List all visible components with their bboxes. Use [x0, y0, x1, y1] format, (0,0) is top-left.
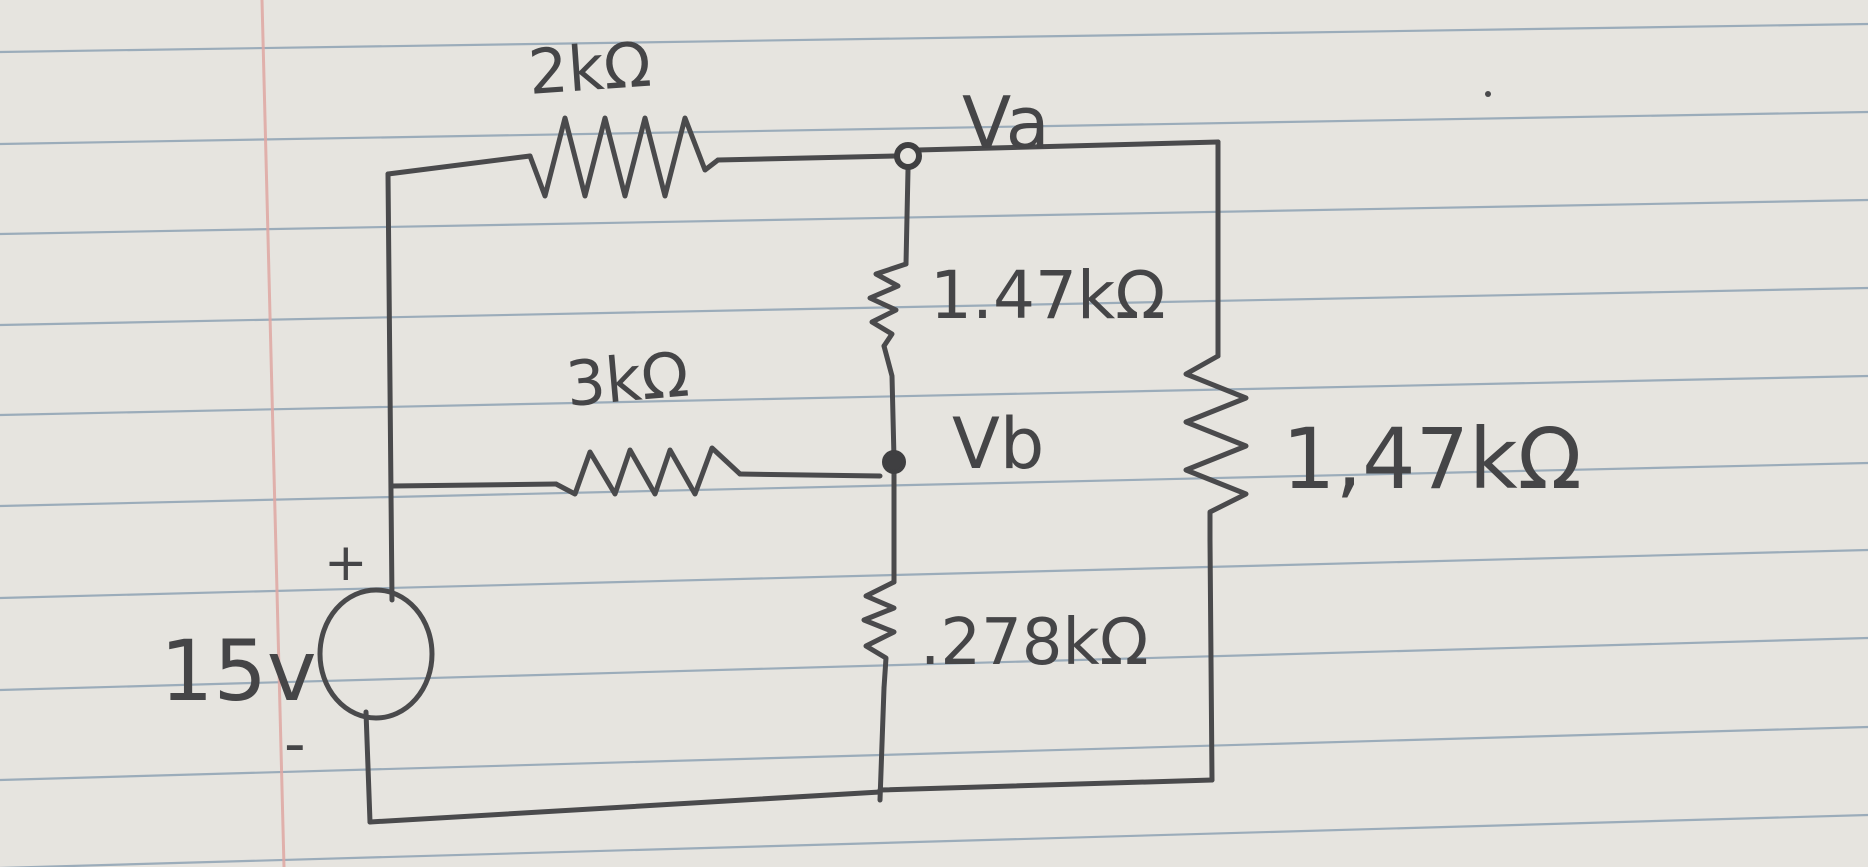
resistor-1.47k-zigzag	[867, 261, 909, 349]
rule-line	[0, 636, 1868, 692]
wire-bottom-left	[367, 789, 883, 825]
resistor-right-label: 1,47kΩ	[1282, 410, 1582, 508]
wire-top-left	[385, 153, 533, 177]
source-plus-label: +	[324, 533, 368, 593]
resistor-1.47k-label: 1.47kΩ	[930, 257, 1166, 334]
rule-line	[0, 374, 1868, 417]
wire-left-rail	[385, 171, 395, 603]
wire-mid-left	[389, 481, 559, 489]
wire-vb-up	[881, 343, 897, 461]
resistor-right-zigzag	[1183, 353, 1249, 543]
wire-mid-right	[737, 471, 883, 479]
resistor-2k-label: 2kΩ	[526, 28, 654, 109]
margin-line	[260, 0, 286, 867]
pencil-dot	[1485, 91, 1491, 97]
wire-vb-bottom	[877, 685, 887, 803]
node-va-label: Va	[962, 81, 1050, 165]
rule-line	[0, 813, 1868, 867]
rule-line	[0, 198, 1868, 236]
rule-line	[0, 22, 1868, 54]
wire-bottom	[877, 777, 1215, 793]
rule-line	[0, 286, 1868, 327]
node-vb-label: Vb	[952, 403, 1044, 485]
rule-line	[0, 110, 1868, 146]
wire-source-minus	[363, 709, 373, 825]
node-va-dot	[894, 142, 922, 170]
rule-line	[0, 548, 1868, 600]
resistor-3k-zigzag	[553, 445, 743, 497]
source-minus-label: -	[284, 709, 306, 779]
wire-va-to-right	[915, 139, 1221, 153]
rule-line	[0, 461, 1868, 508]
wire-top-right	[715, 153, 899, 163]
ruled-lines	[0, 22, 1868, 867]
wire-va-down	[903, 167, 911, 267]
node-vb-dot	[882, 450, 906, 474]
resistor-2k-zigzag	[527, 115, 721, 199]
resistor-0.278k-zigzag	[861, 579, 897, 691]
labels: 2kΩ Va 1.47kΩ 3kΩ Vb 1,47kΩ .278kΩ 15v +…	[160, 28, 1582, 779]
voltage-source-symbol	[317, 587, 435, 721]
rule-line	[0, 725, 1868, 782]
circuit	[317, 115, 1249, 825]
source-voltage-label: 15v	[160, 622, 317, 720]
resistor-0.278k-label: .278kΩ	[920, 606, 1148, 680]
wire-right-lower	[1207, 537, 1215, 783]
resistor-3k-label: 3kΩ	[563, 338, 692, 421]
